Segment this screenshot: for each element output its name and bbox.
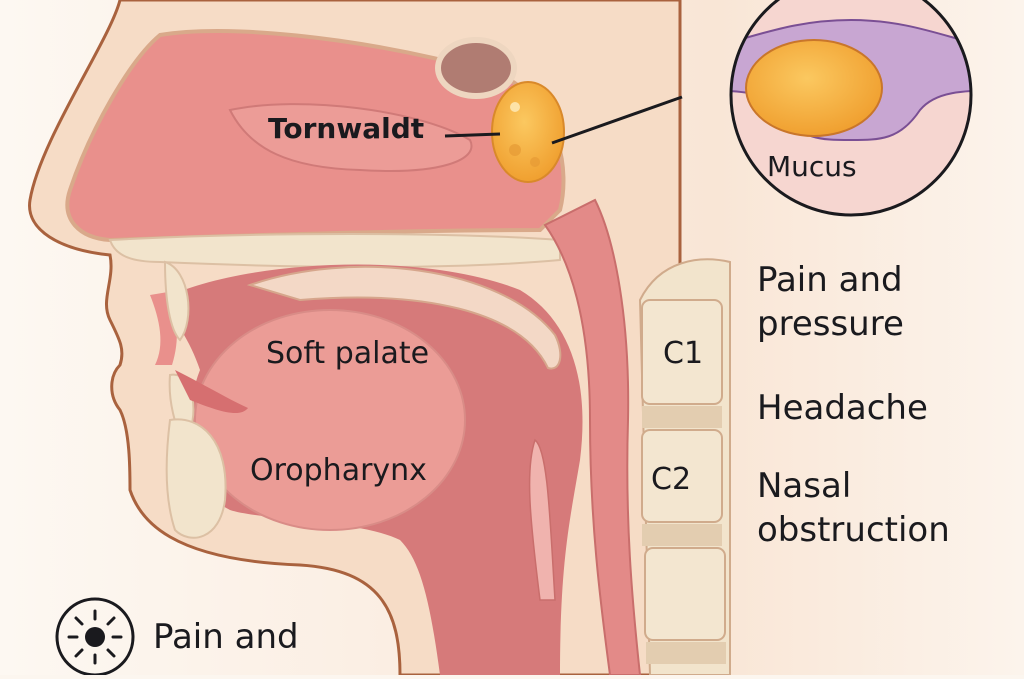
disc-3 bbox=[646, 642, 726, 664]
symptom-pain-pressure: Pain and pressure bbox=[757, 258, 904, 346]
cyst-highlight bbox=[510, 102, 520, 112]
symptom-text: Nasal bbox=[757, 466, 852, 506]
sphenoid-sinus bbox=[435, 37, 517, 99]
tornwaldt-leader-line bbox=[444, 132, 501, 138]
mandible bbox=[165, 418, 227, 539]
magnified-view-border bbox=[729, 0, 973, 217]
label-mucus: Mucus bbox=[767, 150, 857, 183]
symptom-headache: Headache bbox=[757, 386, 928, 430]
cyst-spot bbox=[530, 157, 540, 167]
vertebra-c1 bbox=[641, 299, 723, 405]
tongue bbox=[194, 309, 466, 531]
hard-palate bbox=[108, 233, 561, 268]
vertebra-c3 bbox=[644, 547, 726, 641]
cyst-spot bbox=[509, 144, 521, 156]
magnified-view bbox=[731, 0, 971, 215]
tongue-tip bbox=[175, 370, 248, 414]
disc-1 bbox=[642, 406, 722, 428]
epiglottis bbox=[528, 438, 556, 601]
tornwaldt-cyst bbox=[491, 81, 565, 183]
upper-tooth bbox=[163, 260, 190, 342]
sun-pain-icon bbox=[55, 597, 135, 677]
symptom-text: Headache bbox=[757, 388, 928, 428]
symptom-text: obstruction bbox=[757, 510, 950, 550]
legend-pain-text: Pain and bbox=[153, 617, 299, 657]
label-oropharynx: Oropharynx bbox=[250, 453, 427, 488]
label-tornwaldt: Tornwaldt bbox=[268, 112, 425, 145]
symptom-text: pressure bbox=[757, 304, 904, 344]
disc-2 bbox=[642, 524, 722, 546]
nasal-turbinate bbox=[228, 103, 473, 172]
label-c2: C2 bbox=[651, 462, 692, 497]
zoom-leader-line bbox=[551, 95, 683, 145]
label-soft-palate: Soft palate bbox=[266, 336, 430, 371]
label-c1: C1 bbox=[663, 336, 704, 371]
symptom-text: Pain and bbox=[757, 260, 903, 300]
soft-palate-arc bbox=[246, 265, 562, 370]
vertebra-c2 bbox=[641, 429, 723, 523]
magnified-cyst bbox=[745, 39, 883, 137]
symptom-nasal-obstruction: Nasal obstruction bbox=[757, 464, 950, 552]
